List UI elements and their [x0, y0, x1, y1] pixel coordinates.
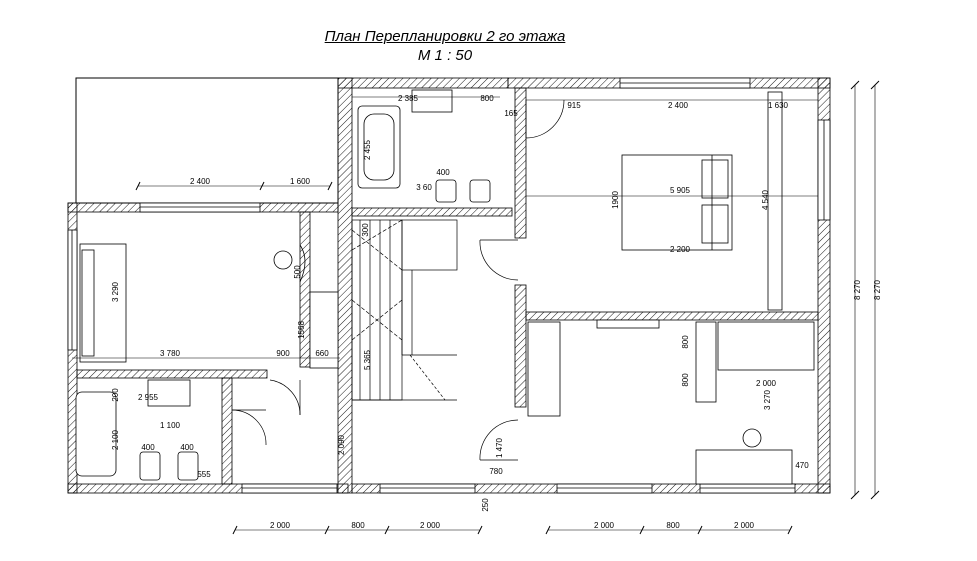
dim-bottom-right-3: 2 000	[734, 521, 755, 530]
dimension-ticks	[135, 80, 880, 535]
dim-bath-top-1: 2 385	[398, 94, 419, 103]
sink-top	[411, 89, 453, 113]
dim-mid-row-3: 660	[315, 349, 329, 358]
shelf	[695, 321, 717, 403]
dim-555: 555	[197, 470, 211, 479]
bed-small	[717, 321, 815, 371]
dimension-labels: 2 000 800 2 000 2 000 800 2 000 2 400 1 …	[111, 94, 882, 530]
window-sill	[596, 319, 660, 329]
dim-400c: 400	[180, 443, 194, 452]
dim-bath-top-2: 800	[480, 94, 494, 103]
dim-800b: 800	[681, 373, 690, 387]
dim-3270: 3 270	[763, 389, 772, 410]
dim-left-top-2: 1 600	[290, 177, 311, 186]
plan-title: План Перепланировки 2 го этажа	[324, 28, 566, 45]
dim-bottom-right-1: 2 000	[594, 521, 615, 530]
dim-bedroom-top-3: 1 630	[768, 101, 789, 110]
dim-right-height-2: 8 270	[873, 279, 882, 300]
dim-2090: 2 090	[337, 434, 346, 455]
dim-mid-row-1: 3 780	[160, 349, 181, 358]
dim-2955: 2 955	[138, 393, 159, 402]
dim-mid-row-2: 900	[276, 349, 290, 358]
dim-bottom-right-2: 800	[666, 521, 680, 530]
dim-300: 300	[361, 223, 370, 237]
desk-chair	[742, 428, 762, 448]
dimension-lines	[72, 85, 876, 531]
dim-250: 250	[481, 498, 490, 512]
dim-3290: 3 290	[111, 281, 120, 302]
exterior-walls	[67, 77, 831, 494]
office-chair	[273, 250, 293, 270]
counter	[309, 291, 339, 369]
dim-2000: 2 000	[756, 379, 777, 388]
dim-left-top-1: 2 400	[190, 177, 211, 186]
dim-2100: 2 100	[111, 429, 120, 450]
dim-bedroom-top-2: 2 400	[668, 101, 689, 110]
dim-1470: 1 470	[495, 437, 504, 458]
dim-5905: 5 905	[670, 186, 691, 195]
dim-470: 470	[795, 461, 809, 470]
dim-2455: 2 455	[363, 139, 372, 160]
plan-scale: М 1 : 50	[417, 47, 473, 64]
furniture	[75, 89, 815, 485]
toilet-3	[139, 451, 161, 481]
cabinet	[527, 321, 561, 417]
dim-bottom-left-3: 2 000	[420, 521, 441, 530]
dim-400a: 400	[436, 168, 450, 177]
dim-bedroom-top-1: 915	[567, 101, 581, 110]
sink-bottom	[147, 379, 191, 407]
dim-1100: 1 100	[160, 421, 181, 430]
dim-1900: 1900	[611, 191, 620, 209]
dim-165: 165	[504, 109, 518, 118]
dim-2200: 2 200	[670, 245, 691, 254]
toilet-1	[435, 179, 457, 203]
desk	[695, 449, 793, 485]
dim-780: 780	[489, 467, 503, 476]
dim-200: 200	[111, 388, 120, 402]
dim-500: 500	[293, 265, 302, 279]
windows	[67, 77, 831, 494]
staircase	[351, 219, 458, 401]
bathtub-bottom	[75, 391, 117, 477]
dim-right-height-1: 8 270	[853, 279, 862, 300]
dim-bottom-left-1: 2 000	[270, 521, 291, 530]
dim-1568: 1568	[297, 321, 306, 339]
toilet-4	[177, 451, 199, 481]
dim-360: 3 60	[416, 183, 432, 192]
dim-400b: 400	[141, 443, 155, 452]
dim-5365: 5 365	[363, 349, 372, 370]
dim-800a: 800	[681, 335, 690, 349]
doors	[231, 99, 565, 461]
dim-4540: 4 540	[761, 189, 770, 210]
toilet-2	[469, 179, 491, 203]
wardrobe	[767, 91, 783, 311]
dim-bottom-left-2: 800	[351, 521, 365, 530]
